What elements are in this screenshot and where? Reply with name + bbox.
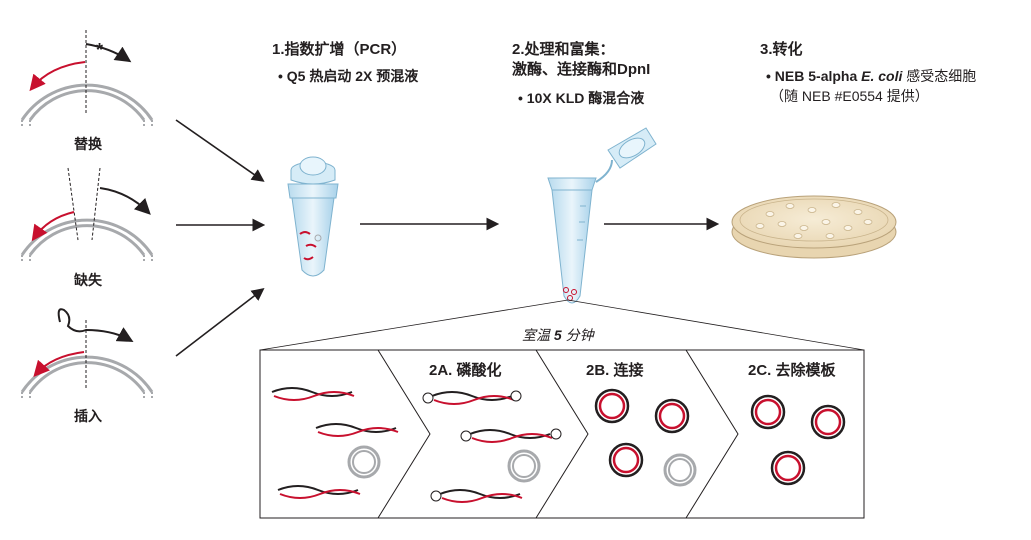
deletion-template [20,167,154,263]
pcr-tube [287,156,339,277]
svg-text:*: * [96,40,103,60]
insertion-template [20,308,154,400]
panel-title-template-removal: 2C. 去除模板 [748,362,836,379]
panel-linear-products [271,387,399,499]
panel-ligated-circles [594,388,697,487]
kld-tube [547,127,657,304]
panel-final-circles [750,394,846,486]
petri-dish [731,195,897,259]
mutation-label-insertion: 插入 [74,408,102,424]
panel-title-ligation: 2B. 连接 [586,362,644,379]
panel-phosphorylated-products [422,390,562,503]
step3-item-italic: E. coli [861,68,903,84]
step3-item-line2: （随 NEB #E0554 提供） [770,88,929,104]
panel-title-phosphorylation: 2A. 磷酸化 [429,362,502,379]
zoom-line-left [259,299,569,351]
step3-item-suffix: 感受态细胞 [902,68,977,84]
step2-item: • 10X KLD 酶混合液 [518,90,645,106]
mutation-label-substitution: 替换 [74,136,102,152]
zoom-line-right [567,299,865,351]
step3-title: 3.转化 [760,41,803,58]
step1-title: 1.指数扩增（PCR） [272,41,407,58]
incubation-prefix: 室温 [522,327,554,343]
step1-item: • Q5 热启动 2X 预混液 [278,68,419,84]
substitution-template: * [20,30,154,128]
process-panels [259,349,865,519]
step3-item-prefix: • NEB 5-alpha [766,68,862,84]
step2-subtitle: 激酶、连接酶和DpnI [512,61,651,78]
mutation-label-deletion: 缺失 [74,272,102,288]
incubation-label: 室温 5 分钟 [522,325,594,345]
flow-arrows [175,119,720,357]
incubation-suffix: 分钟 [561,327,594,343]
step2-title: 2.处理和富集： [512,41,615,58]
step3-item: • NEB 5-alpha E. coli 感受态细胞 [766,66,976,86]
incubation-number: 5 [553,327,562,343]
